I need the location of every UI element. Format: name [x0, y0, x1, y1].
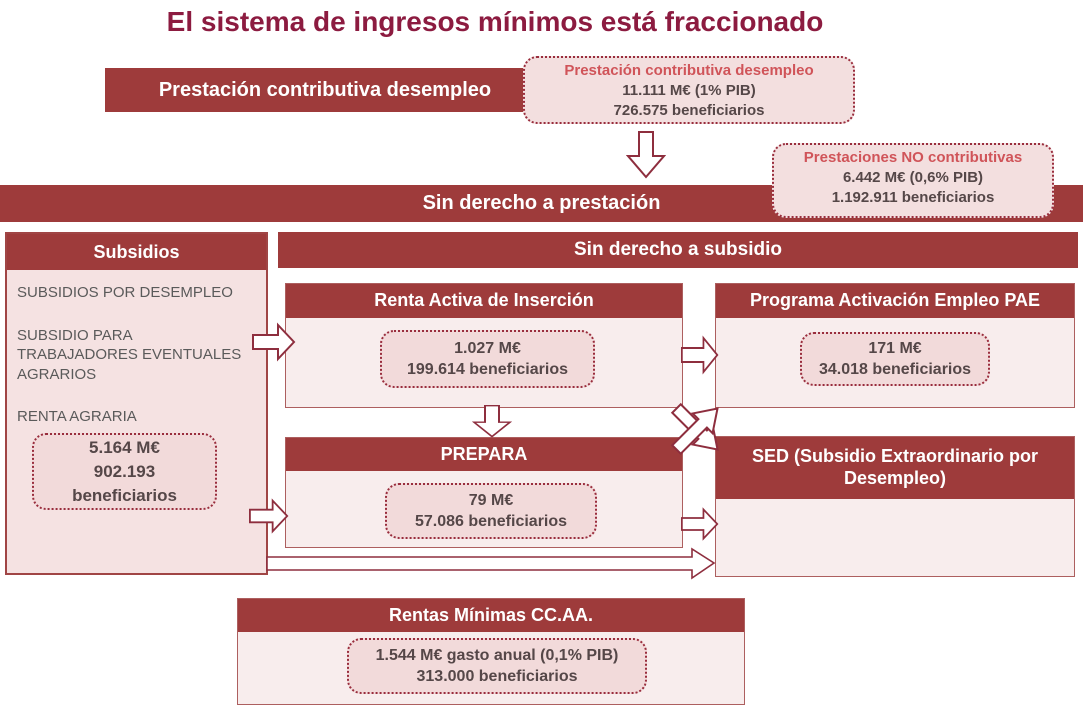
pae-header: Programa Activación Empleo PAE [716, 284, 1074, 318]
prestacion-contributiva-bar: Prestación contributiva desempleo [105, 68, 545, 112]
prepara-stat-box: 79 M€ 57.086 beneficiarios [385, 483, 597, 539]
subsidios-item: SUBSIDIOS POR DESEMPLEO [17, 284, 233, 301]
crossed-diagonal-arrows-icon [670, 402, 719, 456]
subsidios-stat-box: 5.164 M€ 902.193 beneficiarios [32, 433, 217, 510]
stat-amount: 5.164 M€ [89, 437, 160, 457]
arrow-right-subsidios-to-prepara-icon [249, 498, 289, 534]
stat-amount: 1.544 M€ gasto anual (0,1% PIB) [375, 647, 619, 664]
stat-beneficiaries: 57.086 beneficiarios [414, 513, 568, 530]
stat-amount: 171 M€ [868, 340, 922, 357]
subsidios-item: SUBSIDIO PARA TRABAJADORES EVENTUALES AG… [17, 326, 242, 383]
no-contributivas-callout: Prestaciones NO contributivas 6.442 M€ (… [772, 143, 1054, 218]
stat-count: 902.193 [93, 461, 156, 481]
stat-beneficiaries: 199.614 beneficiarios [407, 361, 568, 378]
rentas-minimas-header: Rentas Mínimas CC.AA. [238, 599, 744, 632]
callout-amount: 6.442 M€ (0,6% PIB) [842, 169, 984, 186]
arrow-long-subsidios-to-sed-icon [266, 547, 716, 580]
subsidios-panel: Subsidios SUBSIDIOS POR DESEMPLEO SUBSID… [5, 232, 268, 575]
stat-amount: 79 M€ [468, 492, 514, 509]
sed-header: SED (Subsidio Extraordinario por Desempl… [716, 437, 1074, 499]
stat-label: beneficiarios [72, 485, 177, 505]
stat-beneficiaries: 313.000 beneficiarios [416, 668, 578, 685]
stat-beneficiaries: 34.018 beneficiarios [818, 361, 972, 378]
prestacion-contributiva-callout: Prestación contributiva desempleo 11.111… [523, 56, 855, 124]
pae-box: Programa Activación Empleo PAE [715, 283, 1075, 408]
subsidios-list: SUBSIDIOS POR DESEMPLEO SUBSIDIO PARA TR… [7, 270, 266, 427]
callout-amount: 11.111 M€ (1% PIB) [622, 82, 756, 99]
subsidios-header: Subsidios [7, 234, 266, 270]
sed-box: SED (Subsidio Extraordinario por Desempl… [715, 436, 1075, 577]
callout-title: Prestación contributiva desempleo [564, 62, 814, 79]
subsidios-item: RENTA AGRARIA [17, 408, 137, 425]
pae-stat-box: 171 M€ 34.018 beneficiarios [800, 332, 990, 386]
rai-header: Renta Activa de Inserción [286, 284, 682, 318]
arrow-down-rai-to-prepara-icon [472, 405, 512, 438]
callout-beneficiaries: 1.192.911 beneficiarios [831, 189, 995, 206]
arrow-right-prepara-to-sed-icon [681, 507, 719, 541]
prepara-header: PREPARA [286, 438, 682, 471]
callout-beneficiaries: 726.575 beneficiarios [613, 102, 765, 119]
rai-stat-box: 1.027 M€ 199.614 beneficiarios [380, 330, 595, 388]
stat-amount: 1.027 M€ [454, 340, 521, 357]
sin-derecho-subsidio-bar: Sin derecho a subsidio [278, 232, 1078, 268]
callout-title: Prestaciones NO contributivas [803, 149, 1023, 166]
arrow-down-icon [626, 131, 666, 179]
page-title: El sistema de ingresos mínimos está frac… [166, 6, 824, 37]
arrow-right-rai-to-pae-icon [681, 335, 719, 375]
rentas-stat-box: 1.544 M€ gasto anual (0,1% PIB) 313.000 … [347, 638, 647, 694]
arrow-right-subsidios-to-rai-icon [252, 322, 296, 362]
